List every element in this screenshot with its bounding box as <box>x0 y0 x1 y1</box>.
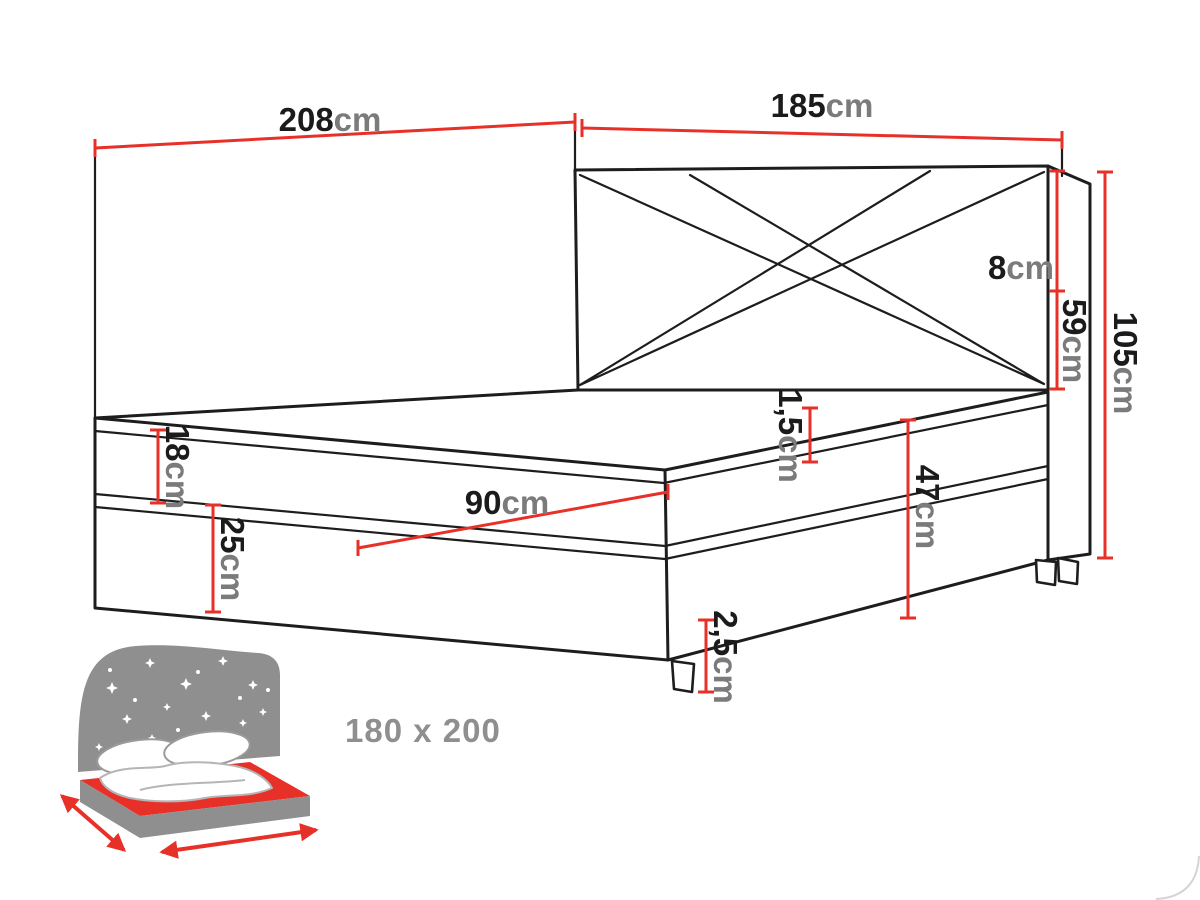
dim-headboard-lower: 59cm <box>1049 291 1093 391</box>
dim-label-headboard-width: 185cm <box>771 87 874 124</box>
dim-headboard-width: 185cm <box>580 87 1064 149</box>
dim-label-half-width: 90cm <box>465 484 549 521</box>
dim-side-height: 47cm <box>900 418 946 620</box>
dim-label-headboard-top: 8cm <box>988 249 1054 286</box>
icon-blanket <box>99 761 273 803</box>
rounded-corner <box>1155 855 1200 900</box>
bed-size-label: 180 x 200 <box>345 712 501 749</box>
mattress-top-front-right-edges <box>93 390 1050 472</box>
dim-label-mattress-height: 18cm <box>159 425 196 509</box>
dim-half-width: 90cm <box>356 484 670 556</box>
dim-topper-height: 1,5cm <box>772 389 818 483</box>
dim-base-height: 25cm <box>205 503 251 614</box>
mattress-top-left-edge <box>93 388 580 420</box>
dim-leg-height: 2,5cm <box>698 610 744 704</box>
dim-label-base-height: 25cm <box>214 517 251 601</box>
mattress-base-seam-upper <box>93 464 1050 548</box>
dim-headboard-top: 8cm <box>988 169 1065 293</box>
headboard-outline <box>573 164 1050 392</box>
icon-blanket-fold <box>139 779 246 791</box>
dim-label-leg-height: 2,5cm <box>707 610 744 704</box>
front-leg <box>670 659 696 694</box>
topper-seam <box>93 403 1050 485</box>
dim-label-total-height: 105cm <box>1107 312 1144 415</box>
icon-depth-arrow <box>59 794 127 852</box>
dim-label-topper-height: 1,5cm <box>772 389 809 483</box>
front-right-corner-edge <box>663 468 670 662</box>
stars <box>95 656 270 751</box>
side-panel-leg <box>1056 556 1080 586</box>
mattress-base-seam-lower <box>93 477 1050 561</box>
dim-label-side-height: 47cm <box>909 465 946 549</box>
headboard-cross-pattern <box>578 169 1046 387</box>
bed-drawing <box>93 120 1092 694</box>
dim-label-total-length: 208cm <box>279 101 382 138</box>
icon-width-arrow <box>159 823 319 859</box>
dim-mattress-height: 18cm <box>150 425 196 509</box>
dim-total-length: 208cm <box>93 101 577 157</box>
headboard-side-panel <box>1046 164 1092 562</box>
bed-thumbnail-icon <box>59 645 319 859</box>
dim-total-height: 105cm <box>1097 170 1144 560</box>
dim-label-headboard-lower: 59cm <box>1056 299 1093 383</box>
dimension-annotations: 208cm 185cm 8cm 59cm 105cm <box>93 87 1144 704</box>
back-leg <box>1034 558 1058 587</box>
